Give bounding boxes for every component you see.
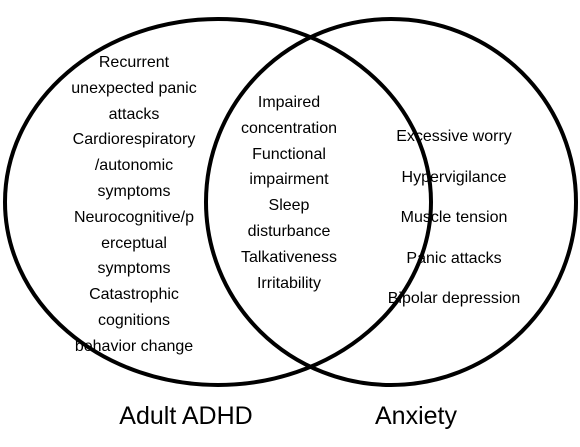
region-item-line: Panic attacks	[406, 249, 502, 267]
region-item-line: concentration	[240, 119, 338, 137]
adult-adhd-circle	[3, 17, 433, 387]
region-item-line: /autonomic	[94, 157, 174, 175]
region-item-line: Irritability	[256, 274, 321, 292]
region-item-line: Impaired	[257, 94, 321, 111]
region-item-line: cognitions	[97, 311, 171, 329]
region-item-line: Bipolar depression	[387, 290, 521, 308]
region-item-line: Neurocognitive/p	[73, 208, 195, 226]
region-item-line: Cardiorespiratory	[72, 131, 196, 149]
anxiety-label: Anxiety	[375, 402, 457, 430]
region-item-line: erceptual	[101, 234, 167, 252]
region-item-line: Excessive worry	[396, 128, 512, 145]
region-item-line: symptoms	[97, 182, 171, 200]
region-item-line: Recurrent	[98, 54, 170, 71]
region-item-line: Hypervigilance	[401, 168, 507, 186]
region-item-line: attacks	[108, 105, 160, 123]
anxiety-circle	[204, 17, 578, 387]
region-item-line: unexpected panic	[71, 79, 197, 97]
region-item-line: disturbance	[247, 222, 331, 240]
region-item-line: impairment	[249, 171, 329, 189]
region-item-line: Catastrophic	[89, 286, 179, 304]
region-item-line: Sleep	[268, 197, 310, 215]
region-item-line: symptoms	[97, 260, 171, 278]
region-item-line: Functional	[252, 145, 326, 163]
adult-adhd-label: Adult ADHD	[119, 402, 253, 430]
region-item-line: Muscle tension	[400, 209, 508, 227]
region-item-line: Talkativeness	[240, 248, 338, 266]
region-item-line: behavior change	[74, 337, 194, 355]
